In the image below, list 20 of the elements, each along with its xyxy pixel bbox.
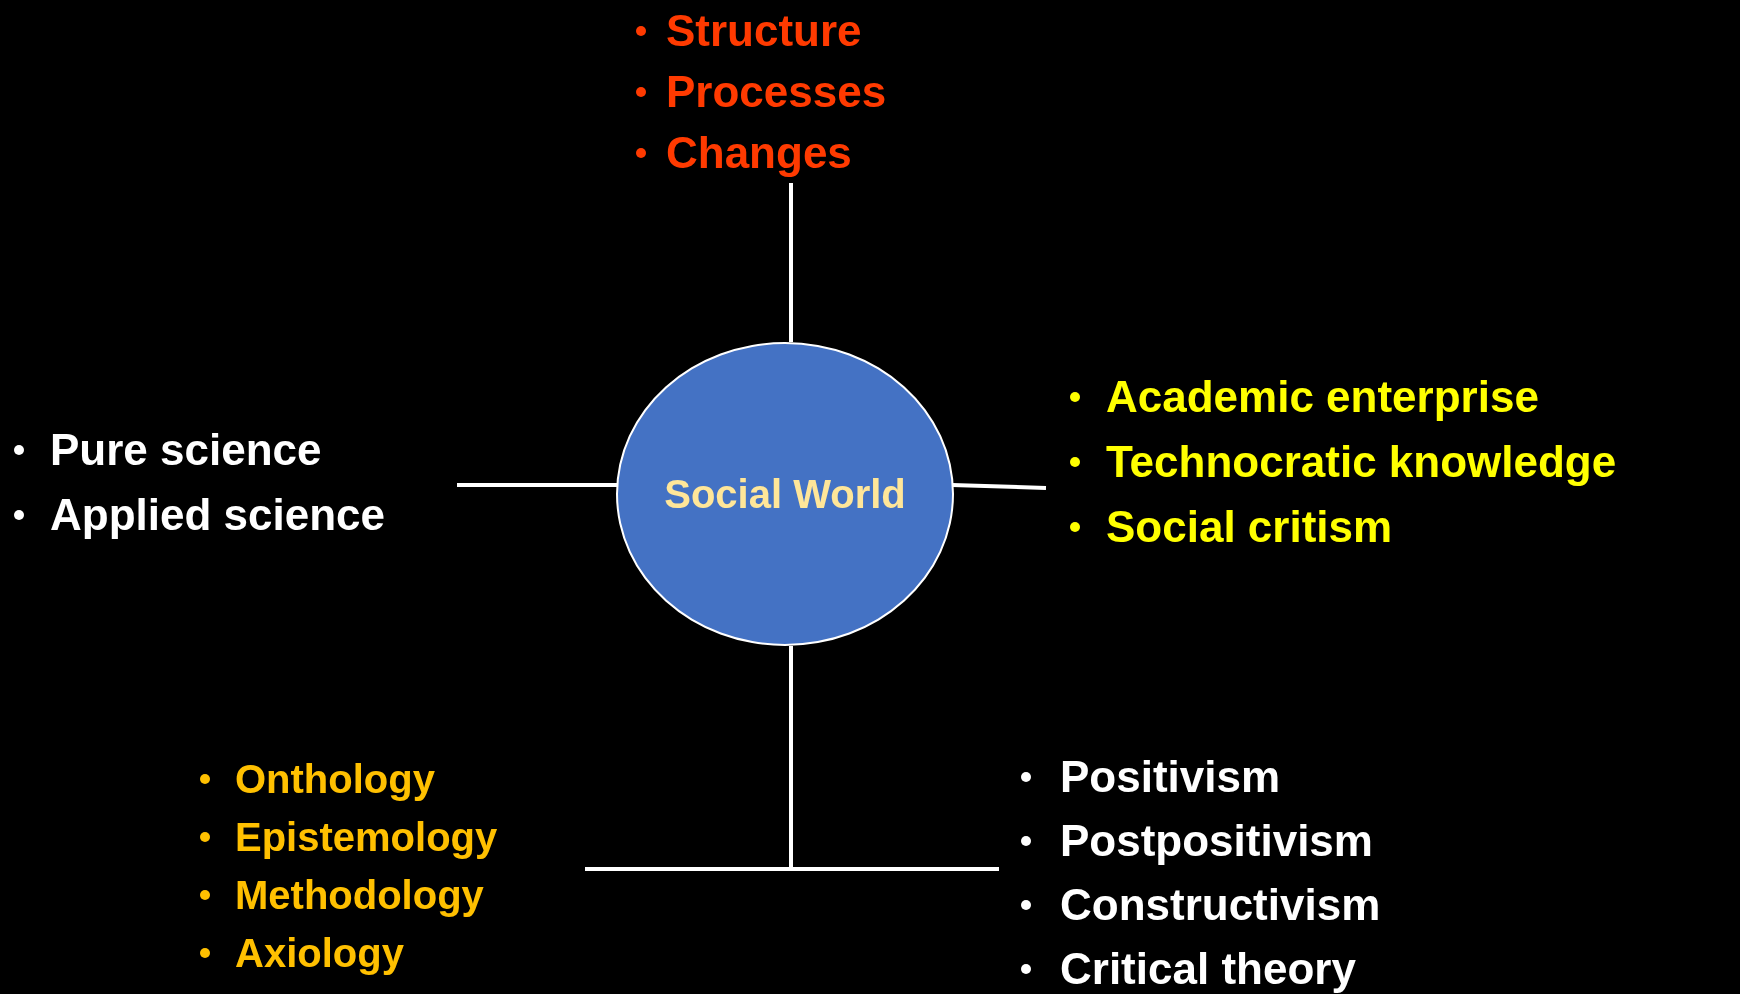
bullet-item: Pure science: [14, 417, 385, 482]
connector-line: [789, 646, 999, 871]
bullet-item: Postpositivism: [1021, 809, 1381, 873]
bullet-item: Social critism: [1070, 494, 1617, 559]
bullet-item: Changes: [636, 122, 887, 183]
bullet-item: Onthology: [200, 750, 498, 808]
bullet-item: Academic enterprise: [1070, 364, 1617, 429]
bullet-item: Structure: [636, 0, 887, 61]
connector-line: [789, 183, 793, 342]
bullet-item: Axiology: [200, 924, 498, 982]
bullet-item: Positivism: [1021, 745, 1381, 809]
bullet-item: Constructivism: [1021, 873, 1381, 937]
bullet-item: Technocratic knowledge: [1070, 429, 1617, 494]
bullet-item: Methodology: [200, 866, 498, 924]
bullet-item: Epistemology: [200, 808, 498, 866]
bullet-item: Applied science: [14, 482, 385, 547]
node-label: Social World: [664, 471, 906, 517]
bullet-item: Processes: [636, 61, 887, 122]
bullet-item: Critical theory: [1021, 937, 1381, 994]
connector-line: [457, 483, 618, 487]
